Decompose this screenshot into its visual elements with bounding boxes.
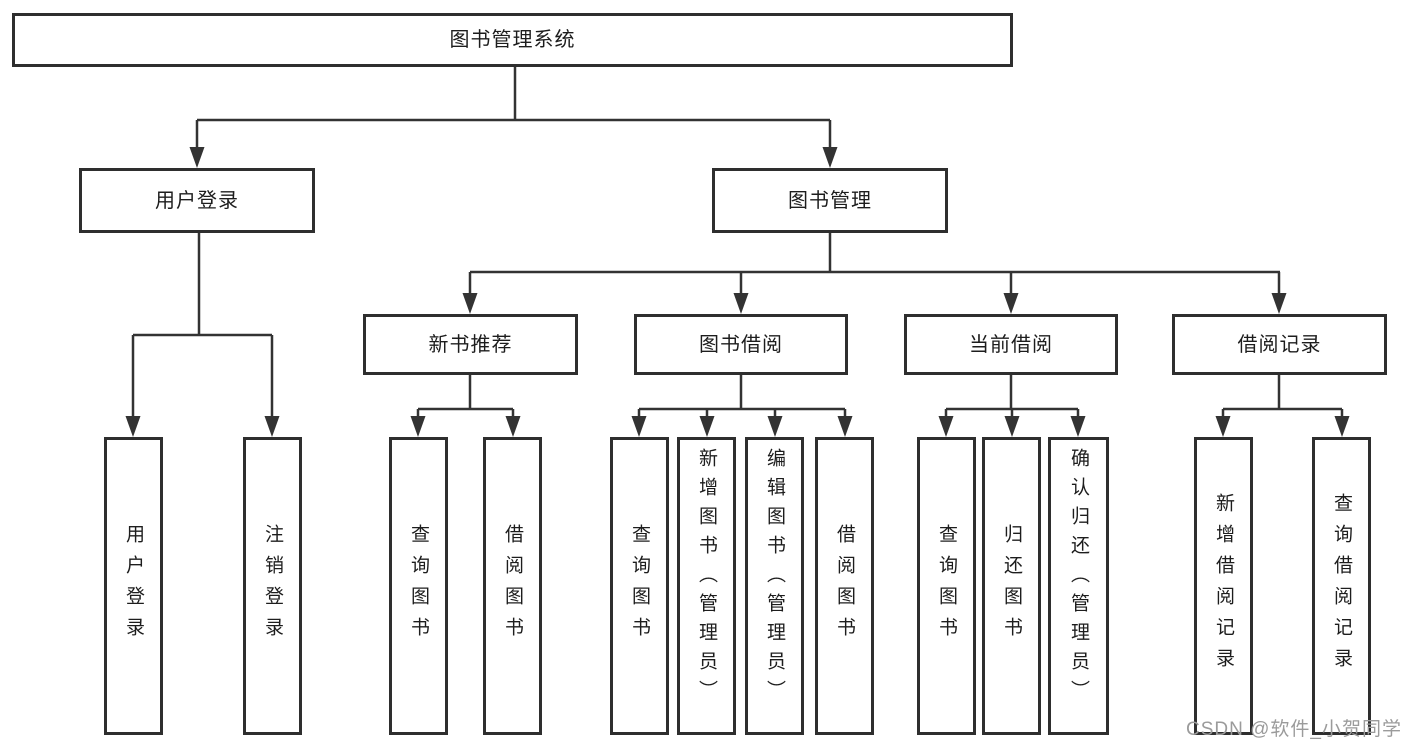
node-user-login-label: 用户登录 — [155, 189, 239, 212]
node-root-system: 图书管理系统 — [12, 13, 1013, 67]
node-book-management-label: 图书管理 — [788, 189, 872, 212]
csdn-watermark: CSDN @软件_小贺同学 — [1186, 719, 1402, 740]
leaf-recommend-query-book-label: 查询图书 — [408, 524, 429, 648]
leaf-recommend-borrow-book-label: 借阅图书 — [502, 524, 523, 648]
leaf-user-login: 用户登录 — [104, 437, 163, 735]
leaf-query-borrow-record-label: 查询借阅记录 — [1331, 493, 1352, 679]
leaf-borrowing-query-book-label: 查询图书 — [629, 524, 650, 648]
node-current-borrowing: 当前借阅 — [904, 314, 1118, 375]
leaf-return-book-label: 归还图书 — [1001, 524, 1022, 648]
node-book-management: 图书管理 — [712, 168, 948, 233]
node-borrowing-records: 借阅记录 — [1172, 314, 1387, 375]
leaf-logout-label: 注销登录 — [262, 524, 283, 648]
leaf-add-book-admin: 新增图书（管理员） — [677, 437, 736, 735]
leaf-add-book-admin-label: 新增图书（管理员） — [696, 448, 717, 709]
node-book-borrowing: 图书借阅 — [634, 314, 848, 375]
leaf-query-borrow-record: 查询借阅记录 — [1312, 437, 1371, 735]
leaf-current-query-book-label: 查询图书 — [936, 524, 957, 648]
leaf-recommend-borrow-book: 借阅图书 — [483, 437, 542, 735]
leaf-borrowing-query-book: 查询图书 — [610, 437, 669, 735]
node-new-book-recommendation: 新书推荐 — [363, 314, 578, 375]
node-current-borrowing-label: 当前借阅 — [969, 333, 1053, 356]
node-root-system-label: 图书管理系统 — [449, 29, 576, 51]
leaf-borrowing-borrow-book-label: 借阅图书 — [834, 524, 855, 648]
node-book-borrowing-label: 图书借阅 — [699, 333, 783, 356]
node-new-book-recommendation-label: 新书推荐 — [428, 333, 513, 356]
leaf-borrowing-borrow-book: 借阅图书 — [815, 437, 874, 735]
leaf-edit-book-admin: 编辑图书（管理员） — [745, 437, 804, 735]
leaf-user-login-label: 用户登录 — [123, 524, 144, 648]
leaf-edit-book-admin-label: 编辑图书（管理员） — [764, 448, 785, 709]
node-user-login: 用户登录 — [79, 168, 315, 233]
leaf-add-borrow-record: 新增借阅记录 — [1194, 437, 1253, 735]
leaf-return-book: 归还图书 — [982, 437, 1041, 735]
leaf-logout: 注销登录 — [243, 437, 302, 735]
leaf-current-query-book: 查询图书 — [917, 437, 976, 735]
leaf-recommend-query-book: 查询图书 — [389, 437, 448, 735]
leaf-confirm-return-admin-label: 确认归还（管理员） — [1068, 448, 1089, 709]
leaf-confirm-return-admin: 确认归还（管理员） — [1048, 437, 1109, 735]
node-borrowing-records-label: 借阅记录 — [1237, 333, 1322, 356]
leaf-add-borrow-record-label: 新增借阅记录 — [1213, 493, 1234, 679]
